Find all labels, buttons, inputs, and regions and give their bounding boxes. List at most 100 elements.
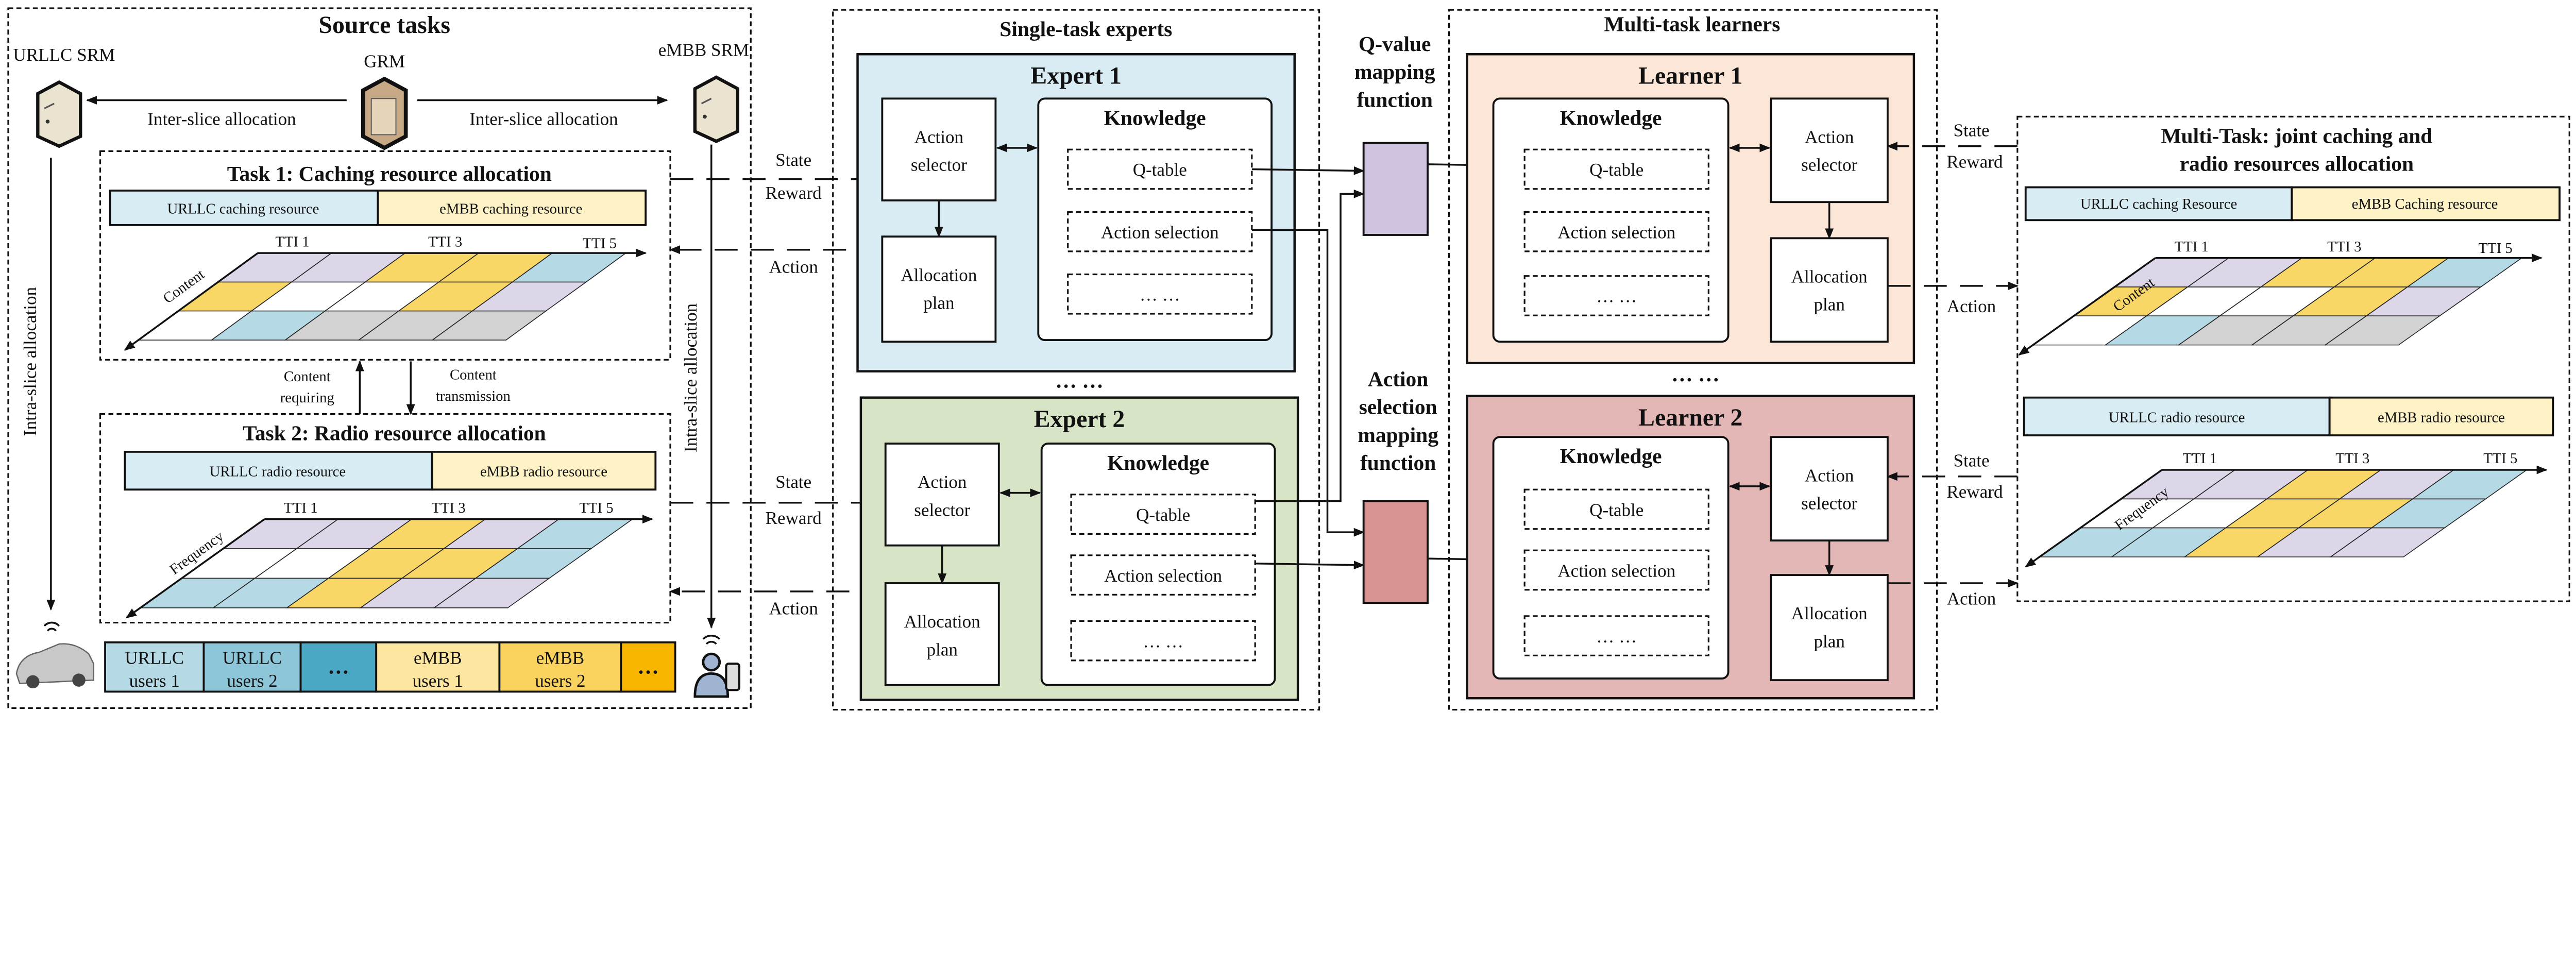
action-mapping-label-3: mapping xyxy=(1358,423,1438,447)
grm-server-icon xyxy=(361,76,408,150)
allocation-plan-box xyxy=(1770,574,1889,682)
action-selection-slot xyxy=(1067,211,1253,252)
allocation-plan-label-2: plan xyxy=(923,293,954,313)
action-selection-slot-label: Action selection xyxy=(1104,566,1222,586)
experts-title: Single-task experts xyxy=(999,17,1172,41)
task2-panel: Task 2: Radio resource allocation URLLC … xyxy=(99,413,671,624)
q-table-slot-label: Q-table xyxy=(1136,505,1190,525)
content-transmission-label-2: transmission xyxy=(436,388,511,404)
task2-tti-1: TTI 1 xyxy=(283,500,317,516)
expert-2: Expert 2ActionselectorAllocationplanKnow… xyxy=(859,396,1299,701)
inter-slice-label-left: Inter-slice allocation xyxy=(147,109,296,129)
multi-caching-embb-bar xyxy=(2291,186,2561,222)
action-selection-slot-label: Action selection xyxy=(1557,222,1675,242)
reward-label-2: Reward xyxy=(766,508,822,528)
expert-1: Expert 1ActionselectorAllocationplanKnow… xyxy=(856,53,1296,372)
action-selector-label-2: selector xyxy=(911,155,967,175)
q-table-slot xyxy=(1067,148,1253,190)
user-segment-ellipsis: … xyxy=(637,654,658,678)
embb-srm-label: eMBB SRM xyxy=(658,40,749,60)
diagram: Source tasks URLLC SRM GRM eMBB SRM Inte… xyxy=(7,7,2570,711)
q-table-slot xyxy=(1523,488,1709,530)
user-group-segment: … xyxy=(299,641,378,693)
resource-axis-arrow xyxy=(124,252,259,351)
knowledge-box xyxy=(1492,97,1730,343)
urllc-srm-label: URLLC SRM xyxy=(13,45,115,65)
content-requiring-label-1: Content xyxy=(284,368,331,385)
resource-axis-arrow xyxy=(2025,469,2163,568)
action-label-2: Action xyxy=(769,599,818,619)
user-segment-fill xyxy=(498,641,622,693)
action-mapping-label-4: function xyxy=(1360,451,1436,474)
learners-ellipsis: … … xyxy=(1671,362,1719,386)
q-value-mapping-label-3: function xyxy=(1357,88,1433,111)
action-selection-slot-label: Action selection xyxy=(1101,222,1219,242)
allocation-plan-label-2: plan xyxy=(1814,295,1844,315)
content-requiring-label-2: requiring xyxy=(280,389,334,406)
allocation-plan-label-1: Allocation xyxy=(1791,266,1868,286)
more-knowledge-slot xyxy=(1070,620,1256,662)
intra-slice-label-right: Intra-slice allocation xyxy=(681,303,701,452)
more-knowledge-slot xyxy=(1523,275,1709,316)
experts-panel: Single-task experts … … Expert 1Actionse… xyxy=(832,9,1320,711)
task2-tti-5: TTI 5 xyxy=(579,500,613,516)
resource-axis-arrow xyxy=(125,518,265,619)
learners-title: Multi-task learners xyxy=(1604,12,1781,36)
task2-title: Task 2: Radio resource allocation xyxy=(243,421,546,445)
state-label-4: State xyxy=(1953,451,1989,471)
q-table-slot xyxy=(1070,494,1256,535)
task1-tti-3: TTI 3 xyxy=(428,233,462,250)
action-selector-box xyxy=(884,443,1000,547)
allocation-plan-box xyxy=(1770,237,1889,343)
knowledge-box xyxy=(1037,97,1273,341)
agent-title: Learner 2 xyxy=(1638,404,1742,431)
expert1-qtable-link xyxy=(1251,166,1365,175)
allocation-plan-label-1: Allocation xyxy=(901,265,977,285)
content-transmission-label-1: Content xyxy=(450,367,497,383)
reward-label-4: Reward xyxy=(1946,482,2003,502)
action-mapping-label-1: Action xyxy=(1368,367,1428,391)
agent-title: Expert 1 xyxy=(1030,62,1122,90)
source-expert-signals: State Reward Action State Reward Action xyxy=(669,150,887,619)
more-knowledge-slot-label: … … xyxy=(1140,285,1180,305)
user-segment-fill xyxy=(375,641,501,693)
user-segment-line-2: users 1 xyxy=(413,671,463,691)
q-value-mapping-block xyxy=(1362,142,1429,236)
learner-1: Learner 1ActionselectorAllocationplanKno… xyxy=(1466,53,1916,364)
user-segment-fill xyxy=(299,641,378,693)
task1-tti-5: TTI 5 xyxy=(583,235,617,252)
allocation-plan-label-1: Allocation xyxy=(1791,603,1868,623)
action-selector-label-2: selector xyxy=(1801,155,1857,175)
source-tasks-title: Source tasks xyxy=(318,11,450,39)
allocation-plan-label-2: plan xyxy=(927,639,958,659)
task2-resource-grid xyxy=(125,515,654,619)
expert1-action-link xyxy=(1251,229,1365,537)
knowledge-title: Knowledge xyxy=(1560,106,1662,129)
knowledge-title: Knowledge xyxy=(1560,444,1662,468)
multi-radio-tti-3: TTI 3 xyxy=(2335,450,2369,467)
car-icon xyxy=(15,621,95,689)
user-segment-line-1: eMBB xyxy=(536,648,585,668)
knowledge-box xyxy=(1492,436,1730,680)
multi-task-title-1: Multi-Task: joint caching and xyxy=(2161,124,2432,147)
user-segment-fill xyxy=(104,641,205,693)
allocation-plan-label-1: Allocation xyxy=(904,612,980,632)
q-value-mapping-label-2: mapping xyxy=(1354,60,1435,83)
expert2-action-link xyxy=(1255,561,1365,570)
allocation-plan-box xyxy=(881,235,997,343)
multi-caching-tti-3: TTI 3 xyxy=(2327,239,2361,255)
multi-task-title-2: radio resources allocation xyxy=(2180,152,2414,176)
multi-caching-tti-1: TTI 1 xyxy=(2175,239,2209,255)
task1-tti-1: TTI 1 xyxy=(276,233,310,250)
user-segment-ellipsis: … xyxy=(328,654,349,678)
task1-resource-grid xyxy=(124,248,647,351)
task1-title: Task 1: Caching resource allocation xyxy=(227,162,552,185)
action-selector-box xyxy=(881,97,997,201)
reward-label-1: Reward xyxy=(766,183,822,203)
grid-cell-gray xyxy=(2324,315,2441,346)
task2-tti-3: TTI 3 xyxy=(431,500,465,516)
task2-urllc-bar-label: URLLC radio resource xyxy=(210,464,346,480)
